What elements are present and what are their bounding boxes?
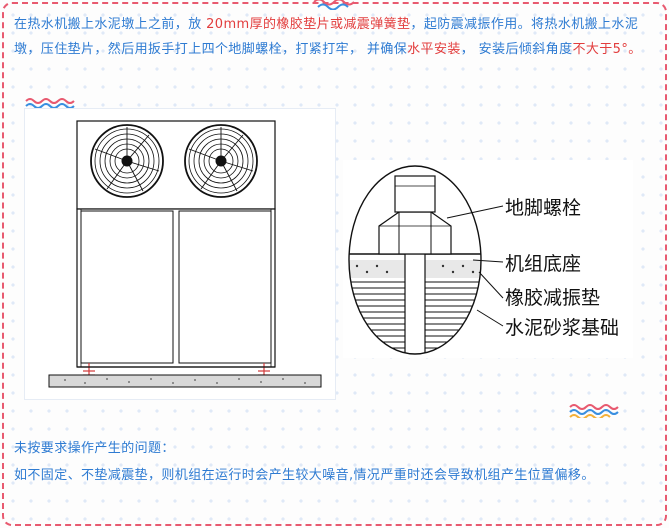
heat-pump-unit-drawing: [48, 120, 322, 388]
instruction-text: ，起防震减振作用。将热水机搬上水泥墩，压住垫片，然后用扳手打上四个地脚螺栓，打紧…: [14, 17, 639, 57]
bolt-head: [394, 175, 436, 213]
problem-heading: 未按要求操作产生的问题：: [14, 441, 175, 456]
anchor-detail-figure: 地脚螺栓 机组底座 橡胶减振垫 水泥砂浆基础: [343, 160, 633, 358]
cabinet-panel-right: [178, 210, 272, 364]
label-unit-base: 机组底座: [505, 253, 581, 275]
fan-left-icon: [90, 124, 164, 198]
fan-right-icon: [184, 124, 258, 198]
top-wave-decoration: [313, 0, 355, 10]
unit-cabinet: [76, 208, 276, 368]
wave-decoration-right: [569, 404, 619, 418]
instruction-highlight-angle: 不大于5°。: [572, 42, 642, 57]
label-cement-base: 水泥砂浆基础: [505, 317, 619, 339]
nut: [378, 211, 452, 255]
heat-pump-unit-figure: [24, 108, 336, 400]
concrete-base: [48, 374, 322, 388]
anchor-detail-drawing: 地脚螺栓 机组底座 橡胶减振垫 水泥砂浆基础: [348, 165, 619, 355]
problem-body: 如不固定、不垫减震垫，则机组在运行时会产生较大噪音,情况严重时还会导致机组产生位…: [14, 468, 595, 483]
bolt-shaft: [404, 253, 426, 354]
instruction-highlight-level: 水平安装: [407, 42, 461, 57]
installation-instruction: 在热水机搬上水泥墩上之前，放 20mm厚的橡胶垫片或减震弹簧垫，起防震减振作用。…: [14, 12, 658, 62]
instruction-text: ， 安装后倾斜角度: [460, 42, 573, 57]
instruction-highlight-pad: 20mm厚的橡胶垫片或减震弹簧垫: [206, 17, 411, 32]
label-anchor-bolt: 地脚螺栓: [505, 197, 581, 219]
instruction-text: 在热水机搬上水泥墩上之前，放: [14, 17, 207, 32]
cabinet-panel-left: [80, 210, 174, 364]
label-rubber-pad: 橡胶减振垫: [505, 287, 600, 309]
